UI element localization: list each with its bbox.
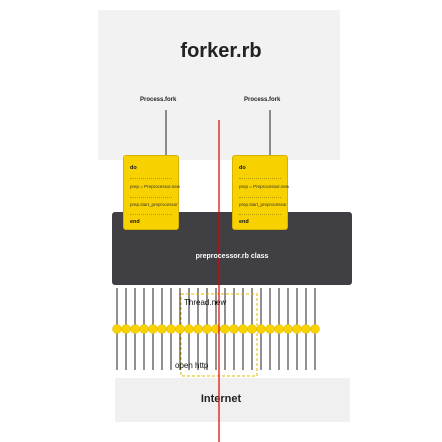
card-right-line-2: prep.start_preprocessor	[239, 202, 287, 207]
fork-label-right: Process.fork	[244, 97, 281, 103]
thread-new-label: Thread.new	[184, 298, 227, 307]
forker-title: forker.rb	[180, 40, 262, 62]
thread-dots	[112, 324, 320, 334]
internet-label: Internet	[200, 393, 242, 405]
card-left-line-2: prep.start_preprocessor	[130, 202, 178, 207]
card-right-line-0: do	[239, 165, 246, 171]
preprocessor-label: preprocessor.rb class	[195, 253, 269, 260]
card-left-line-0: do	[130, 165, 137, 171]
fork-card-left: do prep = Preprocessor.new prep.start_pr…	[123, 155, 181, 230]
fork-card-right: do prep = Preprocessor.new prep.start_pr…	[232, 155, 290, 230]
open-http-label: open http	[175, 361, 209, 370]
card-left-line-3: end	[130, 219, 140, 225]
card-right-line-1: prep = Preprocessor.new	[239, 184, 290, 189]
card-left-line-1: prep = Preprocessor.new	[130, 184, 181, 189]
fork-label-left: Process.fork	[140, 97, 177, 103]
card-right-line-3: end	[239, 219, 249, 225]
internet-box	[115, 378, 350, 422]
